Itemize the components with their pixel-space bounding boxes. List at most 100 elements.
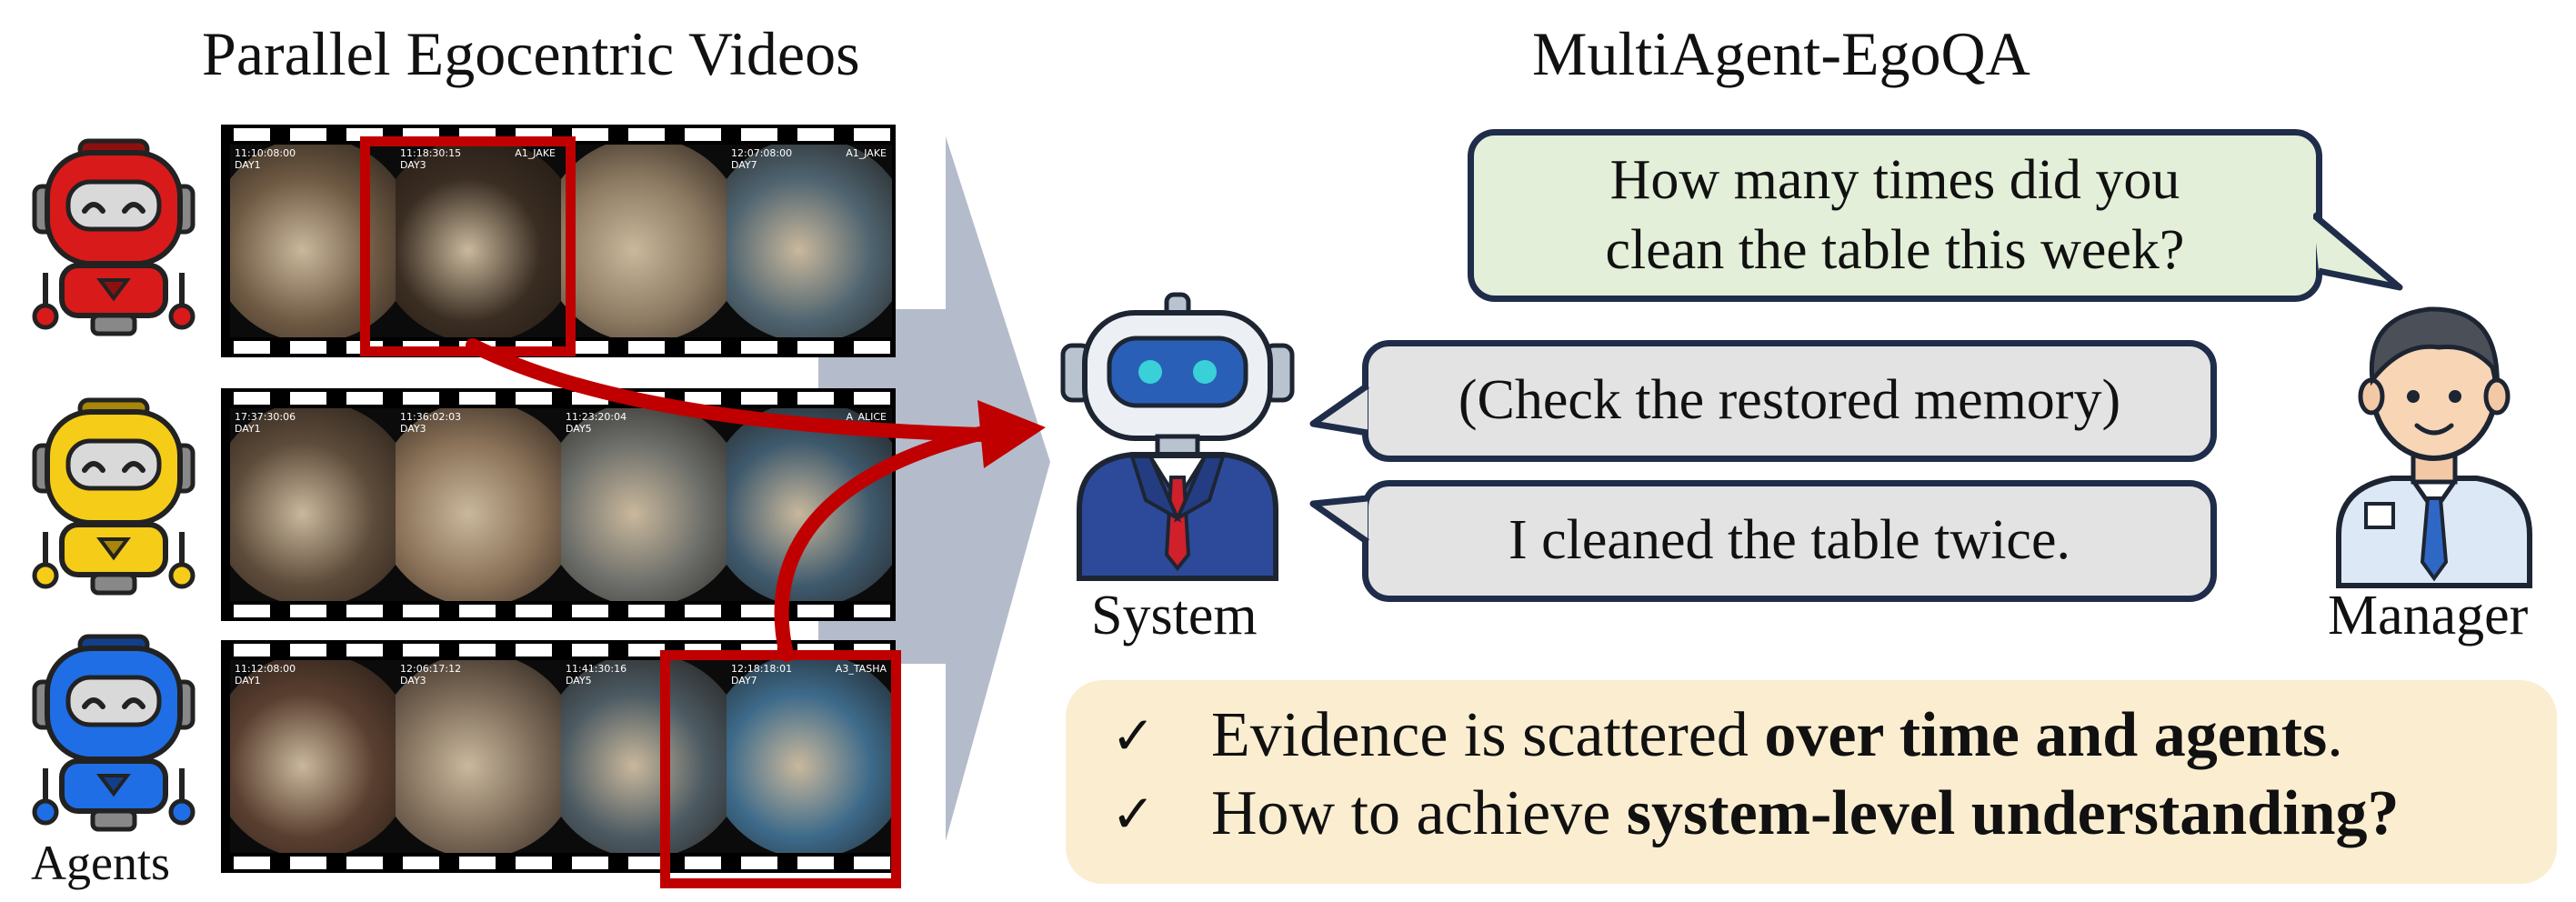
film-hole — [741, 341, 777, 354]
right-title: MultiAgent-EgoQA — [1532, 19, 2030, 88]
finding-plain: How to achieve — [1211, 778, 1627, 848]
frame-agent-tag: A1_JAKE — [846, 147, 887, 159]
check-memory-bubble: (Check the restored memory) — [1362, 340, 2217, 462]
film-hole — [516, 392, 552, 405]
film-hole — [572, 128, 608, 141]
agents-label: Agents — [31, 836, 170, 890]
film-hole — [685, 392, 721, 405]
fisheye-view — [727, 145, 892, 337]
film-hole — [459, 857, 496, 869]
film-hole — [741, 128, 777, 141]
film-hole — [685, 128, 721, 141]
frame-timestamp: 12:18:18:01 DAY7 — [731, 663, 793, 687]
film-hole — [403, 605, 439, 617]
film-hole — [234, 857, 270, 869]
finding-emphasis: over time and agents — [1764, 700, 2328, 770]
fisheye-view — [230, 660, 396, 853]
film-hole — [797, 128, 834, 141]
fisheye-view — [396, 145, 561, 337]
film-hole — [290, 857, 326, 869]
check-memory-bubble-tail — [1309, 383, 1370, 436]
left-title: Parallel Egocentric Videos — [202, 19, 860, 88]
manager-label: Manager — [2328, 585, 2529, 646]
red-robot-icon — [32, 138, 195, 336]
film-hole — [234, 392, 270, 405]
film-hole — [854, 857, 890, 869]
film-hole — [516, 857, 552, 869]
retrieval-arrow-red-agent — [466, 338, 989, 442]
fisheye-view — [396, 660, 561, 853]
question-line-1: How many times did you — [1609, 148, 2180, 211]
frame-timestamp: 17:37:30:06 DAY1 — [235, 411, 296, 435]
film-hole — [572, 644, 608, 656]
check-icon: ✓ — [1111, 783, 1156, 845]
film-hole — [234, 128, 270, 141]
finding-plain: Evidence is scattered — [1211, 700, 1765, 770]
answer-bubble: I cleaned the table twice. — [1362, 480, 2217, 602]
retrieval-arrow-blue-agent — [774, 425, 994, 662]
question-bubble: How many times did you clean the table t… — [1468, 129, 2322, 302]
fisheye-view — [727, 660, 892, 853]
film-hole — [628, 644, 665, 656]
film-hole — [459, 605, 496, 617]
film-hole — [628, 857, 665, 869]
film-hole — [854, 605, 890, 617]
yellow-robot-icon — [32, 397, 195, 596]
system-label: System — [1091, 585, 1258, 646]
question-line-2: clean the table this week? — [1605, 219, 2185, 281]
film-hole — [403, 392, 439, 405]
film-hole — [234, 341, 270, 354]
finding-system-level: ✓ How to achieve system-level understand… — [1111, 775, 2557, 853]
fisheye-view — [396, 408, 561, 601]
film-hole — [290, 128, 326, 141]
video-frame: 12:06:17:12 DAY3 — [396, 660, 561, 853]
film-perforations — [221, 605, 896, 617]
film-hole — [854, 128, 890, 141]
film-hole — [290, 644, 326, 656]
film-hole — [628, 128, 665, 141]
film-hole — [797, 392, 834, 405]
film-hole — [741, 392, 777, 405]
manager-person-icon — [2336, 306, 2532, 588]
film-hole — [403, 857, 439, 869]
frame-timestamp: 11:10:08:00 DAY1 — [235, 147, 296, 171]
fisheye-view — [727, 408, 892, 601]
film-hole — [628, 341, 665, 354]
film-hole — [797, 341, 834, 354]
finding-text: How to achieve system-level understandin… — [1211, 777, 2400, 850]
film-hole — [234, 644, 270, 656]
video-frame: 11:41:30:16 DAY5 — [561, 660, 727, 853]
film-hole — [685, 341, 721, 354]
highlight-box-day3 — [360, 136, 576, 356]
film-hole — [572, 341, 608, 354]
film-hole — [516, 605, 552, 617]
video-frame: 17:37:30:06 DAY1 — [230, 408, 396, 601]
film-hole — [403, 644, 439, 656]
film-hole — [234, 605, 270, 617]
film-hole — [685, 857, 721, 869]
fisheye-view — [561, 145, 727, 337]
frame-timestamp: 12:06:17:12 DAY3 — [400, 663, 462, 687]
film-perforations — [221, 128, 896, 141]
retrieval-arrowhead — [977, 400, 1046, 468]
film-hole — [290, 392, 326, 405]
film-hole — [346, 857, 383, 869]
film-hole — [516, 644, 552, 656]
film-hole — [685, 605, 721, 617]
answer-bubble-tail — [1309, 495, 1370, 545]
film-hole — [346, 644, 383, 656]
frame-agent-tag: A3_TASHA — [835, 663, 887, 675]
film-hole — [346, 605, 383, 617]
video-frame: 12:18:18:01 DAY7 A3_TASHA — [727, 660, 892, 853]
film-hole — [741, 605, 777, 617]
system-robot-icon — [1060, 292, 1295, 581]
frame-agent-tag: A_ALICE — [846, 411, 887, 423]
film-hole — [854, 392, 890, 405]
